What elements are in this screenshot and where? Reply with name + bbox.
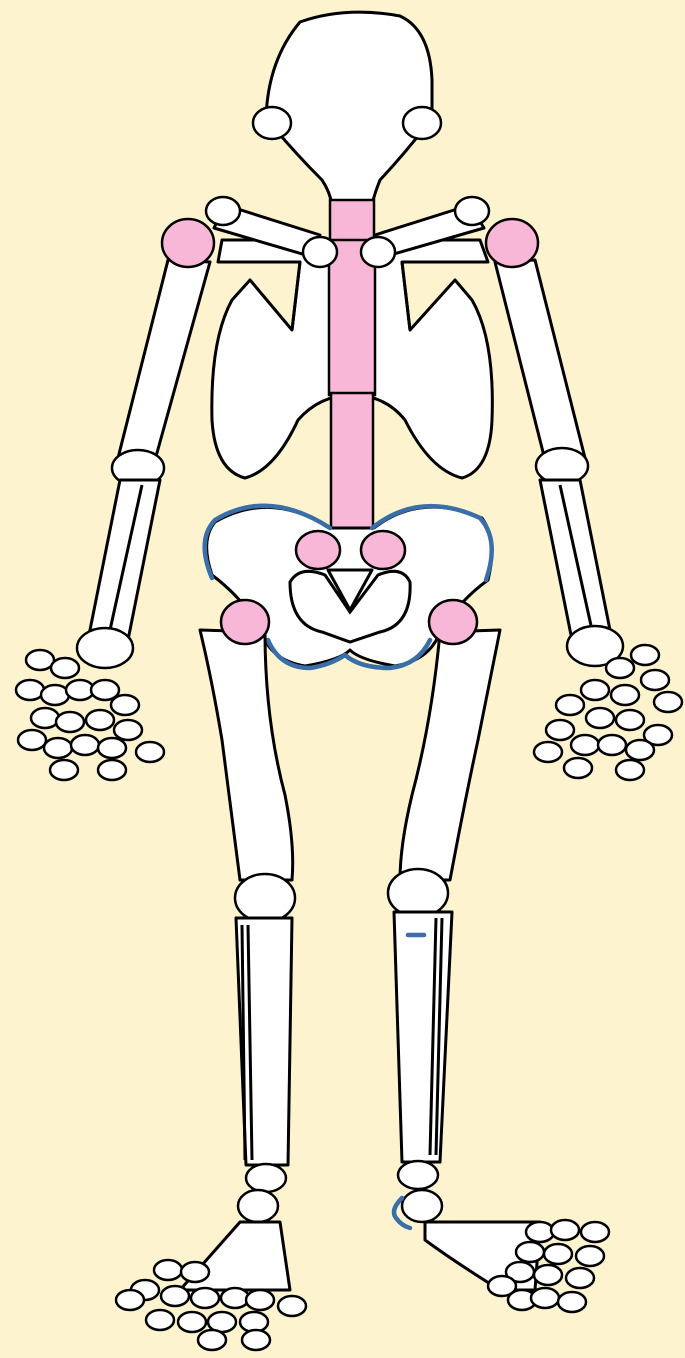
acromion-left <box>455 197 489 225</box>
cervical-spine <box>330 200 374 245</box>
left-sacroiliac <box>361 531 405 569</box>
talus-left <box>402 1190 442 1222</box>
sternoclavicular-left <box>361 237 395 267</box>
right-shoulder <box>162 219 214 267</box>
hand-right <box>16 650 164 780</box>
humerus-right <box>118 260 210 460</box>
talus-right <box>238 1190 278 1222</box>
jaw-joint-left <box>403 107 441 139</box>
skull <box>266 12 432 205</box>
knee-left <box>388 869 448 917</box>
ankle-left <box>398 1161 438 1189</box>
tibia-left <box>394 912 452 1162</box>
acromion-right <box>206 197 240 225</box>
left-hip <box>429 600 477 644</box>
knee-right <box>235 874 295 922</box>
lumbar-spine <box>331 393 373 538</box>
ankle-right <box>246 1164 286 1192</box>
right-sacroiliac <box>296 531 340 569</box>
wrist-right <box>77 628 133 668</box>
jaw-joint-right <box>253 107 291 139</box>
femur-left <box>400 630 500 880</box>
right-hip <box>221 600 269 644</box>
sternoclavicular-right <box>303 237 337 267</box>
femur-right <box>200 630 293 880</box>
hand-left <box>534 645 682 780</box>
left-shoulder <box>486 219 538 267</box>
humerus-left <box>495 260 585 460</box>
